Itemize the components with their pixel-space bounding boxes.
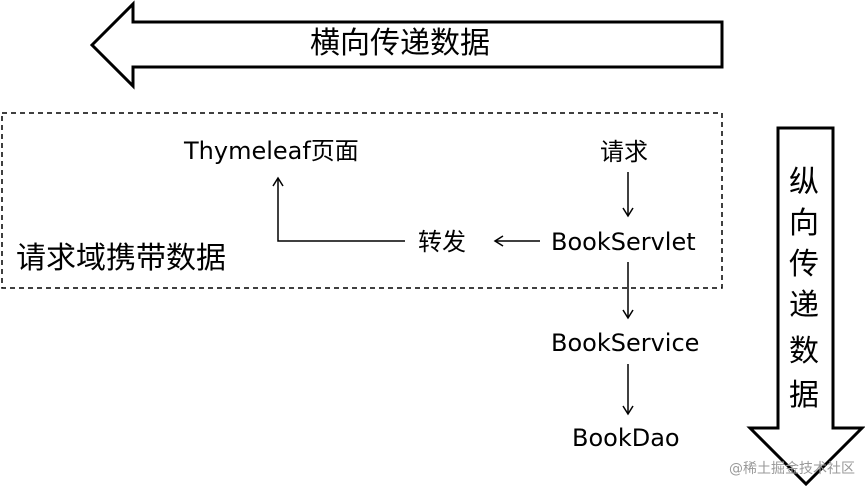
vertical-label-char: 据 bbox=[789, 378, 819, 413]
thymeleaf-page-node: Thymeleaf页面 bbox=[184, 137, 359, 165]
horizontal-block-arrow bbox=[89, 0, 724, 90]
request-node: 请求 bbox=[600, 138, 648, 166]
vertical-label-char: 传 bbox=[789, 247, 819, 282]
forward-node: 转发 bbox=[418, 228, 466, 256]
vertical-label-char: 纵 bbox=[789, 165, 819, 200]
vertical-label-char: 数 bbox=[789, 334, 819, 369]
request-scope-label: 请求域携带数据 bbox=[16, 241, 226, 276]
book-service-node: BookService bbox=[551, 329, 700, 357]
horizontal-transfer-label: 横向传递数据 bbox=[310, 26, 490, 61]
vertical-label-char: 递 bbox=[789, 288, 819, 323]
request-scope-box bbox=[1, 112, 723, 289]
book-dao-node: BookDao bbox=[572, 424, 680, 452]
vertical-block-arrow bbox=[746, 126, 865, 486]
arrow-forward-to-thymeleaf bbox=[272, 176, 405, 242]
vertical-label-char: 向 bbox=[789, 206, 819, 241]
watermark: @稀土掘金技术社区 bbox=[729, 461, 855, 477]
book-servlet-node: BookServlet bbox=[551, 228, 696, 256]
